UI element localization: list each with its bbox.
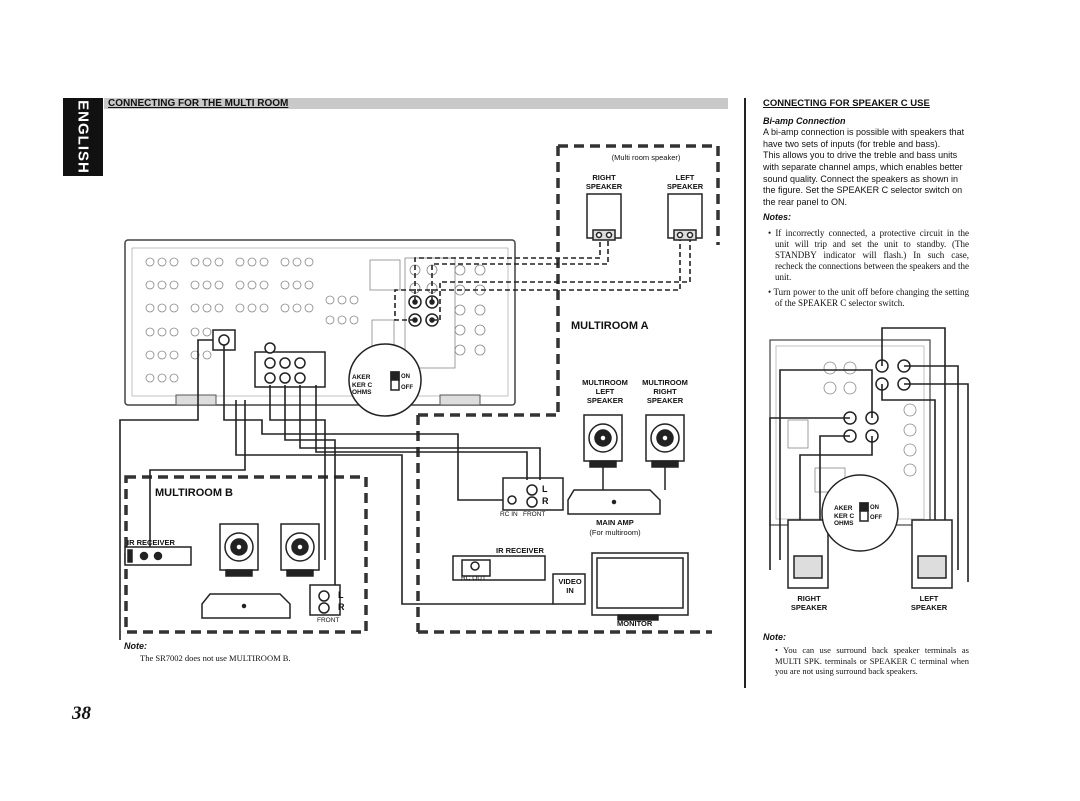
rc-out-label: RC OUT [461,575,486,582]
for-multiroom-label: (For multiroom) [589,528,641,537]
multi-room-speaker-caption: (Multi room speaker) [611,153,681,162]
bi-amp-speakers [787,519,953,589]
notes-heading: Notes: [763,212,792,223]
ir-receiver-b [124,546,192,566]
in-label: IN [566,586,574,595]
main-amp [567,489,661,515]
selector-off-label: OFF [401,385,413,391]
detail-selector-magnifier [821,474,899,552]
receiver-jacks [145,257,486,383]
receiver-rear-panel [124,239,516,406]
ir-receiver-a-label: IR RECEIVER [496,546,544,555]
signal-cables [119,339,553,640]
page-number: 38 [72,703,91,724]
selector-magnifier [348,343,422,417]
main-amp-l-label: L [542,484,548,494]
left-note-heading: Note: [124,641,147,651]
selector-line2: KER C [352,381,373,389]
left-speaker-line2: SPEAKER [666,182,704,191]
right-note-text: You can use surround back speaker termin… [775,645,969,676]
amp-b-r-label: R [338,602,345,612]
main-amp-inputs [502,477,564,511]
mr-right-line2: RIGHT [653,387,677,396]
detail-left-line1: LEFT [919,594,939,603]
note-item: • If incorrectly connected, a protective… [768,227,970,282]
detail-right-speaker-label: RIGHT SPEAKER [788,594,830,612]
selector-line1: AKER [352,374,371,381]
multiroom-a-boundary [416,144,720,634]
multiroom-left-speaker-label: MULTIROOM LEFT SPEAKER [580,378,630,405]
multiroom-right-speaker-label: MULTIROOM RIGHT SPEAKER [640,378,690,405]
mr-left-line1: MULTIROOM [582,378,628,387]
left-note-text: The SR7002 does not use MULTIROOM B. [140,653,291,663]
note-item: • Turn power to the unit off before chan… [768,286,970,308]
selector-on-label: ON [401,374,410,380]
video-in-label: VIDEO IN [555,577,585,595]
monitor-device [552,552,689,621]
left-speaker-label: LEFT SPEAKER [665,173,705,191]
section-title: CONNECTING FOR THE MULTI ROOM [108,98,289,109]
speaker-c-title: CONNECTING FOR SPEAKER C USE [763,98,930,109]
detail-terminals [843,359,911,443]
right-speaker-label: RIGHT SPEAKER [584,173,624,191]
detail-jacks [787,361,917,493]
multiroom-b-label: MULTIROOM B [155,487,234,499]
main-amp-wires [602,467,666,490]
detail-right-line2: SPEAKER [790,603,828,612]
speaker-c-diagram [769,327,969,589]
note-item-1-text: If incorrectly connected, a protective c… [775,227,970,282]
detail-selector-line1: AKER [834,505,853,512]
right-note-heading: Note: [763,632,786,642]
ir-receiver-b-label: IR RECEIVER [127,538,175,547]
bi-amp-paragraph-1: A bi-amp connection is possible with spe… [763,127,965,149]
monitor-label: MONITOR [617,619,653,628]
speaker-wires-a [394,240,691,321]
right-speaker-line2: SPEAKER [585,182,623,191]
rc-in-label: RC IN [500,511,518,518]
bi-amp-paragraph-2: This allows you to drive the treble and … [763,150,963,207]
front-b-label: FRONT [317,617,340,624]
column-divider [744,98,746,688]
mr-right-line3: SPEAKER [646,396,684,405]
video-label: VIDEO [558,577,582,586]
bi-amp-subtitle: Bi-amp Connection [763,115,846,126]
receiver-multiroom-out-jacks [212,329,326,388]
detail-selector-on: ON [870,505,879,511]
language-tab: ENGLISH [63,98,103,176]
multi-room-speakers [586,193,703,241]
multiroom-a-speakers [583,414,685,468]
mr-left-line2: LEFT [595,387,615,396]
amp-b-l-label: L [338,590,344,600]
selector-labels: AKER KER C OHMS [352,374,372,397]
multiroom-b-amp [201,584,341,619]
bi-amp-wires [769,327,969,582]
mr-right-line1: MULTIROOM [642,378,688,387]
multiroom-b-boundary [124,475,368,634]
speaker-c-section: CONNECTING FOR SPEAKER C USE Bi-amp Conn… [763,98,969,309]
detail-selector-off: OFF [870,515,882,521]
detail-selector-line2: KER C [834,512,855,520]
detail-right-line1: RIGHT [797,594,821,603]
main-amp-label: MAIN AMP [596,518,634,527]
receiver-speaker-terminals [408,295,439,327]
multiroom-a-label: MULTIROOM A [571,320,649,332]
section-header-bar [104,98,728,109]
mr-left-line3: SPEAKER [586,396,624,405]
ir-receiver-a [452,555,546,581]
detail-left-speaker-label: LEFT SPEAKER [908,594,950,612]
detail-left-line2: SPEAKER [910,603,948,612]
detail-selector-labels: AKER KER C OHMS [834,505,854,528]
selector-line3: OHMS [352,389,372,396]
note-item-2-text: Turn power to the unit off before changi… [773,286,970,308]
right-note-item: • You can use surround back speaker term… [775,645,969,676]
left-speaker-line1: LEFT [675,173,695,182]
detail-selector-line3: OHMS [834,520,854,527]
front-label: FRONT [523,511,546,518]
right-speaker-line1: RIGHT [592,173,616,182]
multiroom-b-speakers [219,523,320,577]
main-amp-r-label: R [542,496,549,506]
